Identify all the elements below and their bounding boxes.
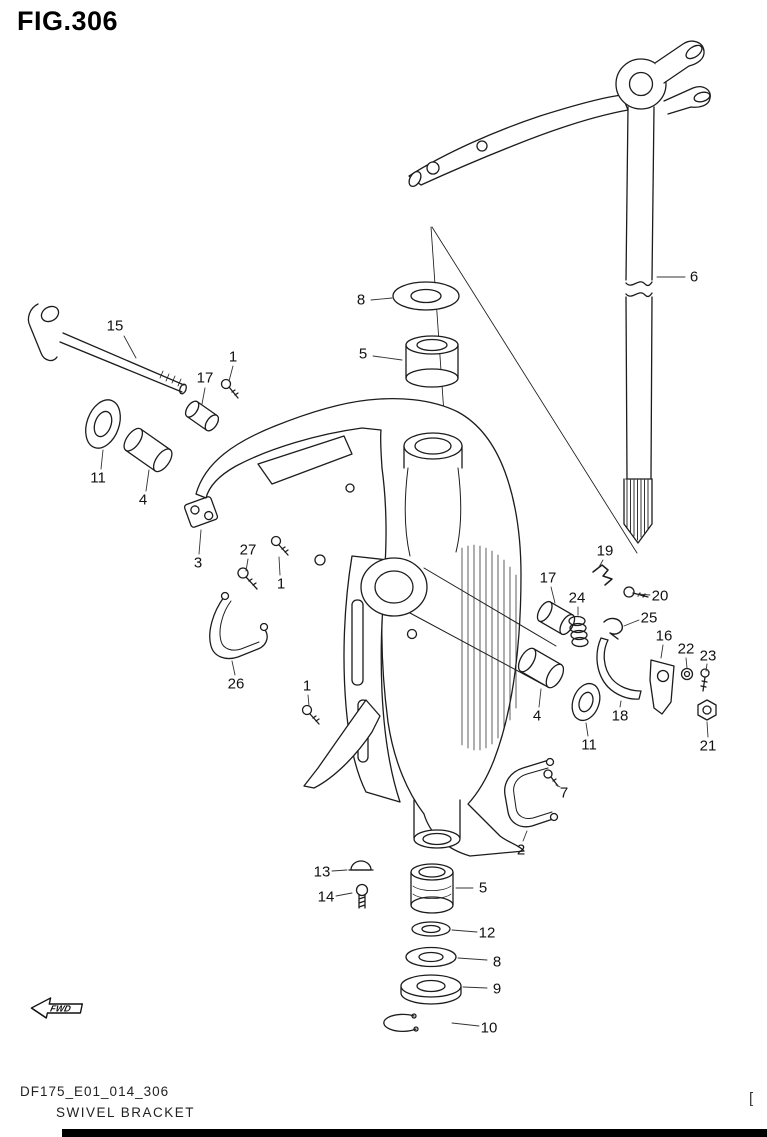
part-callout-23: 23 <box>699 647 717 665</box>
part-callout-8: 8 <box>356 291 366 309</box>
leader-line-3 <box>198 529 202 555</box>
bracket-body-drawing <box>195 397 557 857</box>
part-callout-7: 7 <box>559 784 569 802</box>
part-callout-11: 11 <box>90 469 106 487</box>
part-callout-13: 13 <box>313 863 331 881</box>
small-bolts-drawing <box>220 378 320 725</box>
leader-line-17 <box>550 586 556 604</box>
part-callout-21: 21 <box>699 737 717 755</box>
part-callout-16: 16 <box>655 627 673 645</box>
leader-line-22 <box>685 657 688 669</box>
assembly-axis-lines <box>430 226 638 554</box>
part-callout-15: 15 <box>106 317 124 335</box>
leader-line-20 <box>636 593 651 596</box>
leader-line-2 <box>522 830 528 842</box>
figure-title: FIG.306 <box>17 6 119 36</box>
leader-line-15 <box>123 335 137 359</box>
leader-line-12 <box>451 929 478 933</box>
part-callout-20: 20 <box>651 587 669 605</box>
leader-lines <box>100 276 709 1027</box>
part-callout-11: 11 <box>581 736 597 754</box>
leader-line-27 <box>245 558 249 572</box>
leader-line-5 <box>372 355 403 361</box>
leader-line-9 <box>462 986 488 989</box>
part-callout-5: 5 <box>358 345 368 363</box>
part-callout-10: 10 <box>480 1019 498 1037</box>
leader-line-18 <box>619 700 622 708</box>
leader-line-1 <box>228 365 234 382</box>
bottom-bar <box>62 1129 767 1137</box>
fwd-arrow: FWD <box>30 997 84 1019</box>
right-edge-mark: [ <box>749 1090 754 1107</box>
part-callout-3: 3 <box>193 554 203 572</box>
leader-line-23 <box>705 663 708 672</box>
part-callout-26: 26 <box>227 675 245 693</box>
part-callout-1: 1 <box>276 575 286 593</box>
leader-line-4 <box>538 688 542 708</box>
part-callout-2: 2 <box>516 841 526 859</box>
part-callout-4: 4 <box>138 491 148 509</box>
link-2-drawing <box>504 757 559 828</box>
part-callout-19: 19 <box>596 542 614 560</box>
leader-line-17 <box>201 387 206 405</box>
figure-code: DF175_E01_014_306 <box>20 1084 170 1099</box>
leader-line-1 <box>278 556 281 576</box>
part-callout-22: 22 <box>677 640 695 658</box>
leader-line-13 <box>331 869 348 872</box>
leader-line-11 <box>585 722 589 737</box>
leader-line-19 <box>598 559 604 568</box>
steering-arm-drawing <box>408 40 711 188</box>
leader-line-16 <box>660 644 664 659</box>
leader-line-21 <box>706 721 709 738</box>
part-callout-14: 14 <box>317 888 335 906</box>
part-callout-6: 6 <box>689 268 699 286</box>
part-callout-18: 18 <box>611 707 629 725</box>
leader-line-14 <box>335 892 353 897</box>
part-callout-5: 5 <box>478 879 488 897</box>
figure-name: SWIVEL BRACKET <box>56 1105 196 1120</box>
leader-line-8 <box>370 297 393 301</box>
upper-washer-bushing-drawing <box>392 281 460 388</box>
left-washer-bushing-drawing <box>85 399 220 528</box>
part-callout-27: 27 <box>239 541 257 559</box>
part-callout-25: 25 <box>640 609 658 627</box>
part-callout-9: 9 <box>492 980 502 998</box>
leader-line-4 <box>145 469 150 492</box>
steering-shaft-drawing <box>623 106 655 544</box>
part-callout-4: 4 <box>532 707 542 725</box>
bottom-stack-drawing <box>348 860 462 1033</box>
part-callout-8: 8 <box>492 953 502 971</box>
leader-line-1 <box>307 694 310 707</box>
leader-line-25 <box>623 619 640 627</box>
link-26-drawing <box>209 591 269 660</box>
part-callout-1: 1 <box>228 348 238 366</box>
part-callout-17: 17 <box>196 369 214 387</box>
leader-line-10 <box>451 1022 480 1027</box>
part-callout-17: 17 <box>539 569 557 587</box>
tilt-rod-drawing <box>27 303 187 395</box>
leader-line-26 <box>231 660 236 676</box>
right-cluster-drawing <box>517 564 717 722</box>
part-callout-24: 24 <box>568 589 586 607</box>
leader-line-11 <box>100 449 104 470</box>
leader-line-8 <box>457 957 488 961</box>
fwd-label: FWD <box>49 1004 72 1014</box>
part-callout-1: 1 <box>302 677 312 695</box>
part-callout-12: 12 <box>478 924 496 942</box>
leader-line-7 <box>555 784 561 788</box>
